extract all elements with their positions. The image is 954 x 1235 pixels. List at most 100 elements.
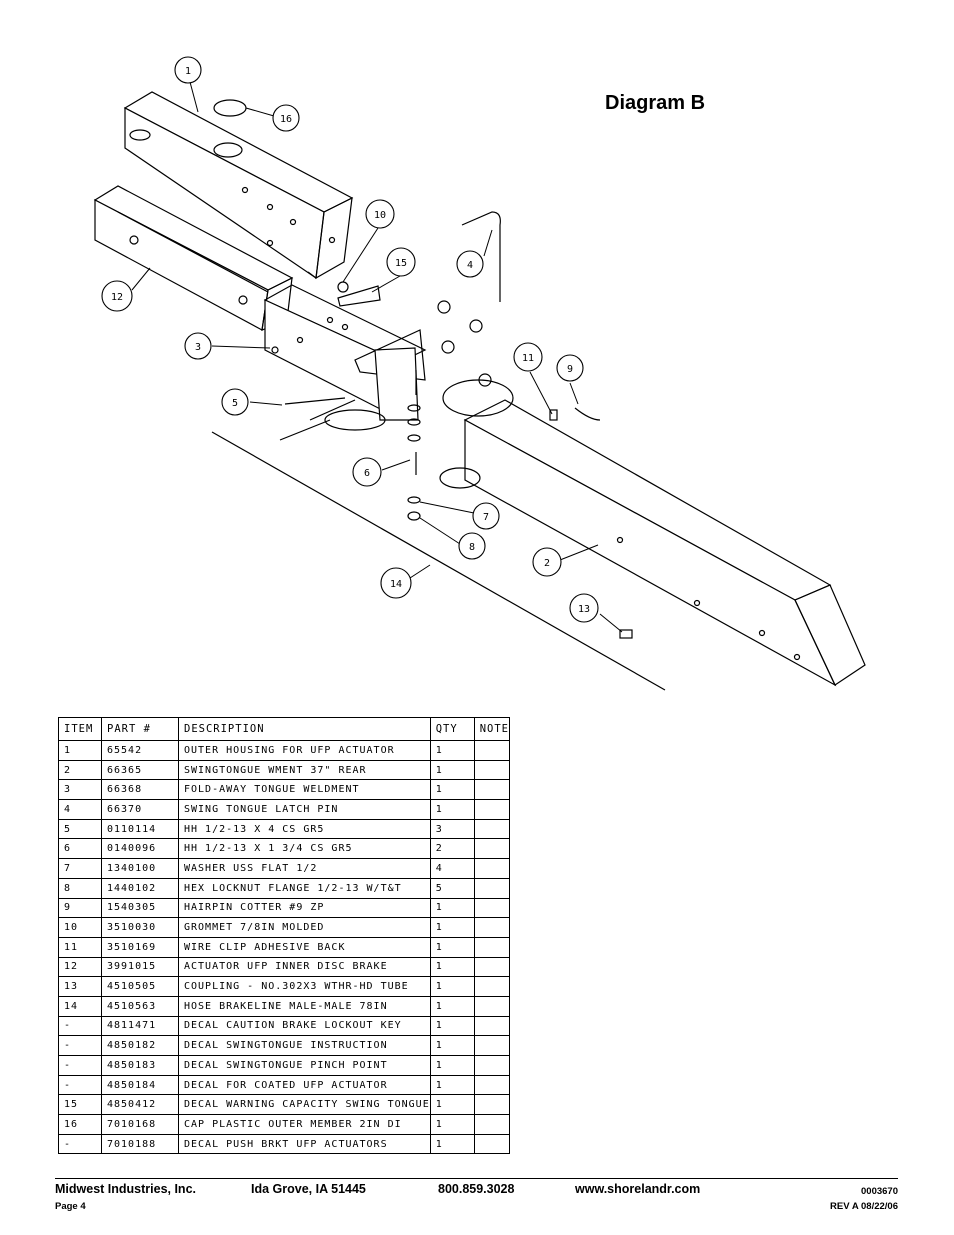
cell-description: OUTER HOUSING FOR UFP ACTUATOR bbox=[178, 740, 431, 761]
callout-6: 6 bbox=[364, 468, 370, 479]
header-qty: QTY bbox=[429, 717, 475, 741]
cell-description: DECAL PUSH BRKT UFP ACTUATORS bbox=[178, 1133, 431, 1155]
cell-item: 11 bbox=[58, 936, 102, 958]
cell-part: 4811471 bbox=[101, 1015, 179, 1037]
callout-3: 3 bbox=[195, 342, 201, 353]
callout-12: 12 bbox=[111, 292, 123, 303]
cell-note bbox=[473, 740, 511, 761]
cell-description: ACTUATOR UFP INNER DISC BRAKE bbox=[178, 956, 431, 978]
cell-note bbox=[473, 818, 511, 840]
callout-2: 2 bbox=[544, 558, 550, 569]
footer-rule bbox=[55, 1178, 898, 1179]
cell-note bbox=[473, 877, 511, 899]
cell-part: 4850182 bbox=[101, 1035, 179, 1056]
cell-note bbox=[473, 917, 511, 938]
cell-qty: 1 bbox=[429, 995, 475, 1017]
cell-qty: 1 bbox=[429, 779, 475, 801]
cell-item: - bbox=[58, 1055, 102, 1076]
cell-part: 0140096 bbox=[101, 838, 179, 860]
cell-qty: 1 bbox=[429, 1094, 475, 1116]
footer-page: Page 4 bbox=[55, 1201, 86, 1212]
cell-note bbox=[473, 858, 511, 879]
cell-item: 6 bbox=[58, 838, 102, 860]
cell-part: 1540305 bbox=[101, 897, 179, 919]
cell-qty: 5 bbox=[429, 877, 475, 899]
cell-part: 4850184 bbox=[101, 1074, 179, 1096]
fold-away-tongue-drawing bbox=[263, 284, 427, 431]
footer-location: Ida Grove, IA 51445 bbox=[251, 1182, 366, 1196]
callout-14: 14 bbox=[390, 579, 402, 590]
cell-qty: 1 bbox=[429, 740, 475, 761]
cell-item: 1 bbox=[58, 740, 102, 761]
cell-description: CAP PLASTIC OUTER MEMBER 2IN DI bbox=[178, 1114, 431, 1135]
callout-1: 1 bbox=[185, 66, 191, 77]
cell-note bbox=[473, 995, 511, 1017]
cell-item: 16 bbox=[58, 1114, 102, 1135]
cell-note bbox=[473, 1133, 511, 1155]
cell-part: 0110114 bbox=[101, 818, 179, 840]
cell-description: WASHER USS FLAT 1/2 bbox=[178, 858, 431, 879]
header-part: PART # bbox=[101, 717, 179, 741]
cell-part: 3510169 bbox=[101, 936, 179, 958]
cell-item: - bbox=[58, 1074, 102, 1096]
cell-item: 10 bbox=[58, 917, 102, 938]
cell-qty: 4 bbox=[429, 858, 475, 879]
footer-revision: REV A 08/22/06 bbox=[830, 1201, 898, 1212]
cell-note bbox=[473, 1114, 511, 1135]
callout-16: 16 bbox=[280, 114, 292, 125]
cell-part: 7010168 bbox=[101, 1114, 179, 1135]
cell-qty: 1 bbox=[429, 897, 475, 919]
cell-qty: 2 bbox=[429, 838, 475, 860]
leader-lines bbox=[131, 81, 623, 633]
diagram-title: Diagram B bbox=[605, 92, 706, 114]
callout-13: 13 bbox=[578, 604, 590, 615]
hardware-drawing bbox=[279, 281, 601, 521]
cell-item: - bbox=[58, 1015, 102, 1037]
swingtongue-drawing bbox=[439, 373, 866, 687]
cell-note bbox=[473, 759, 511, 781]
cell-part: 4850412 bbox=[101, 1094, 179, 1116]
cell-description: GROMMET 7/8IN MOLDED bbox=[178, 917, 431, 938]
cell-qty: 1 bbox=[429, 1114, 475, 1135]
cell-item: 9 bbox=[58, 897, 102, 919]
cell-part: 4850183 bbox=[101, 1055, 179, 1076]
cell-note bbox=[473, 838, 511, 860]
cell-part: 66370 bbox=[101, 799, 179, 820]
cell-description: DECAL SWINGTONGUE INSTRUCTION bbox=[178, 1035, 431, 1056]
cell-qty: 1 bbox=[429, 799, 475, 820]
cell-item: 8 bbox=[58, 877, 102, 899]
cell-qty: 1 bbox=[429, 1133, 475, 1155]
actuator-inner-drawing bbox=[93, 185, 294, 331]
cell-part: 65542 bbox=[101, 740, 179, 761]
cell-item: 3 bbox=[58, 779, 102, 801]
cell-description: HOSE BRAKELINE MALE-MALE 78IN bbox=[178, 995, 431, 1017]
callout-labels: 1 16 10 15 4 12 3 11 9 5 6 7 8 2 14 13 bbox=[111, 66, 590, 615]
cell-note bbox=[473, 799, 511, 820]
header-description: DESCRIPTION bbox=[178, 717, 431, 741]
cell-note bbox=[473, 1074, 511, 1096]
outer-housing-drawing bbox=[123, 91, 354, 280]
footer-company: Midwest Industries, Inc. bbox=[55, 1182, 196, 1196]
cell-item: 13 bbox=[58, 976, 102, 997]
cell-note bbox=[473, 897, 511, 919]
cell-description: DECAL SWINGTONGUE PINCH POINT bbox=[178, 1055, 431, 1076]
cell-note bbox=[473, 936, 511, 958]
footer-doc-number: 0003670 bbox=[861, 1186, 898, 1197]
cell-qty: 1 bbox=[429, 956, 475, 978]
cell-description: HH 1/2-13 X 1 3/4 CS GR5 bbox=[178, 838, 431, 860]
